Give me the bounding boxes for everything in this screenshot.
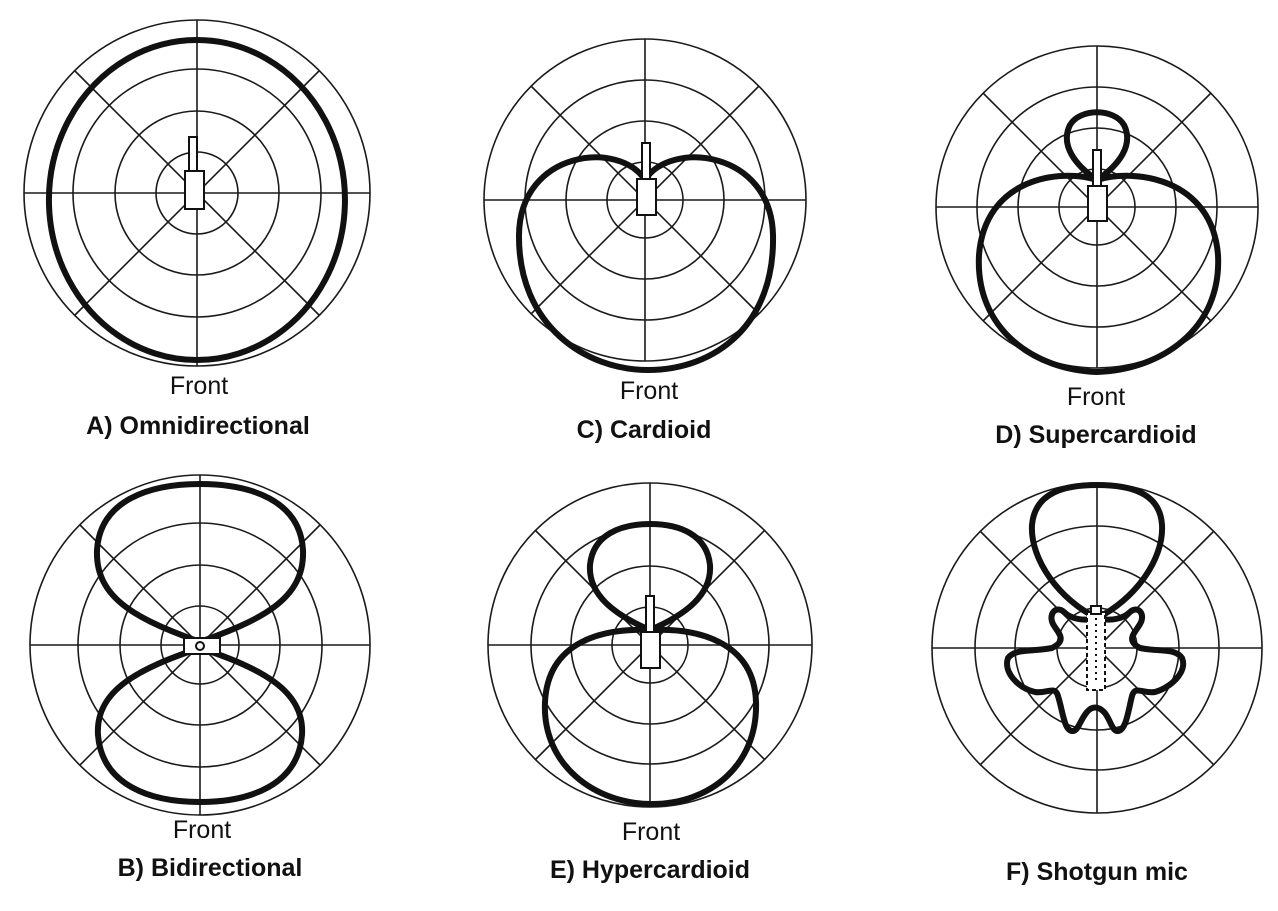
diagram-title: F) Shotgun mic [1006, 858, 1188, 886]
diagram-shotgun-mic: F) Shotgun mic [931, 482, 1263, 886]
supercardioid-rear-lobe [1063, 109, 1131, 183]
diagram-omnidirectional: Front A) Omnidirectional [23, 19, 371, 440]
cardioid-pattern-curve [515, 154, 777, 373]
omnidirectional-pattern-curve [45, 37, 348, 363]
shotgun-pattern-curve [1004, 482, 1187, 734]
microphone-icon [636, 142, 657, 216]
hypercardioid-front-lobe [541, 626, 760, 807]
diagram-title: E) Hypercardioid [550, 856, 750, 884]
diagram-title: D) Supercardioid [995, 421, 1196, 449]
front-label: Front [622, 818, 680, 846]
bidirectional-rear-lobe [93, 481, 307, 645]
diagram-hypercardioid: Front E) Hypercardioid [487, 482, 813, 884]
microphone-icon [640, 595, 661, 669]
supercardioid-front-lobe [975, 172, 1222, 375]
microphone-icon [183, 637, 221, 655]
diagram-supercardioid: Front D) Supercardioid [935, 45, 1259, 449]
front-label: Front [620, 377, 678, 405]
front-label: Front [170, 372, 228, 400]
bidirectional-front-lobe [94, 645, 306, 805]
microphone-icon [184, 136, 205, 210]
diagram-title: B) Bidirectional [118, 854, 303, 882]
hypercardioid-rear-lobe [586, 521, 714, 633]
diagram-title: C) Cardioid [577, 416, 712, 444]
front-label: Front [173, 816, 231, 844]
front-label: Front [1067, 383, 1125, 411]
microphone-icon [1086, 605, 1106, 691]
diagram-bidirectional: Front B) Bidirectional [29, 474, 371, 882]
microphone-icon [1087, 149, 1108, 222]
diagram-cardioid: Front C) Cardioid [483, 38, 807, 444]
diagram-title: A) Omnidirectional [86, 412, 310, 440]
